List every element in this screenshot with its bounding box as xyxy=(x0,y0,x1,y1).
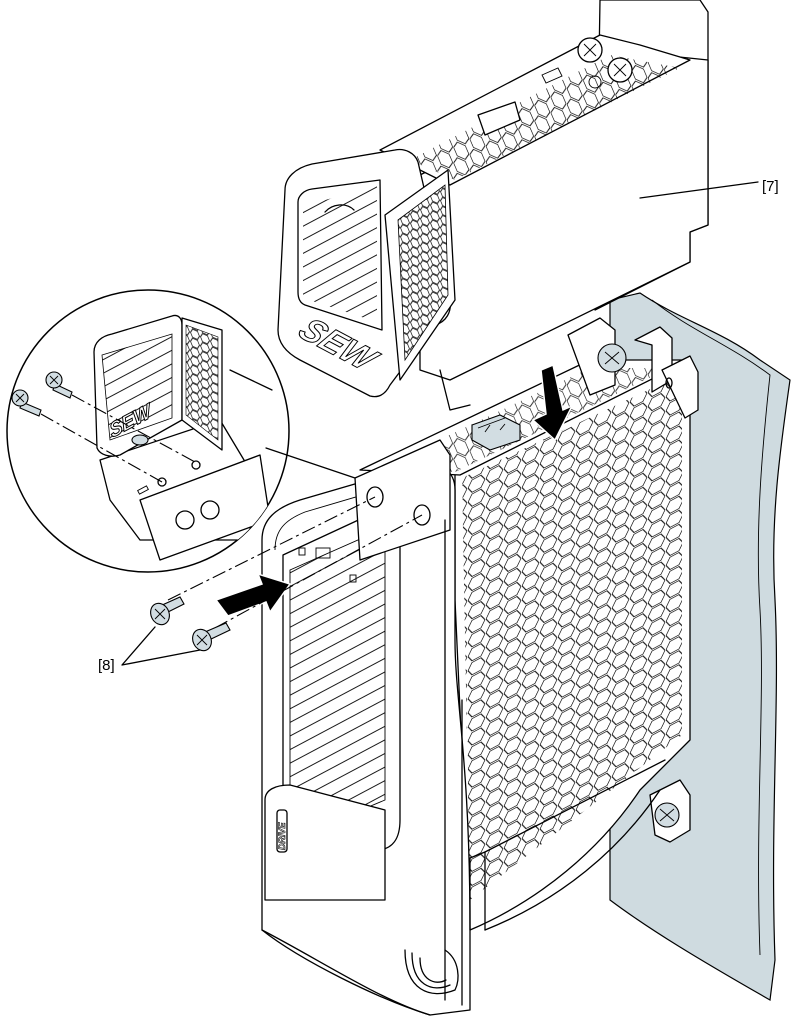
callout-line-8 xyxy=(121,626,201,666)
callout-label-8: [8] xyxy=(98,657,115,674)
detail-leader-upper xyxy=(229,369,273,391)
drive-unit: DRIVE xyxy=(261,317,699,1016)
screw-8-lower xyxy=(192,622,231,652)
detail-leader-lower xyxy=(265,447,356,479)
module-7: SEW xyxy=(277,0,709,411)
arrow-down xyxy=(531,363,574,442)
callout-line-7 xyxy=(639,181,759,199)
drive-badge: DRIVE xyxy=(277,821,287,850)
screw-8-upper xyxy=(150,596,185,626)
insertion-guide-1 xyxy=(167,496,376,601)
detail-view: SEW xyxy=(6,289,290,573)
callout-label-7: [7] xyxy=(762,178,779,195)
arrow-right xyxy=(214,572,292,617)
